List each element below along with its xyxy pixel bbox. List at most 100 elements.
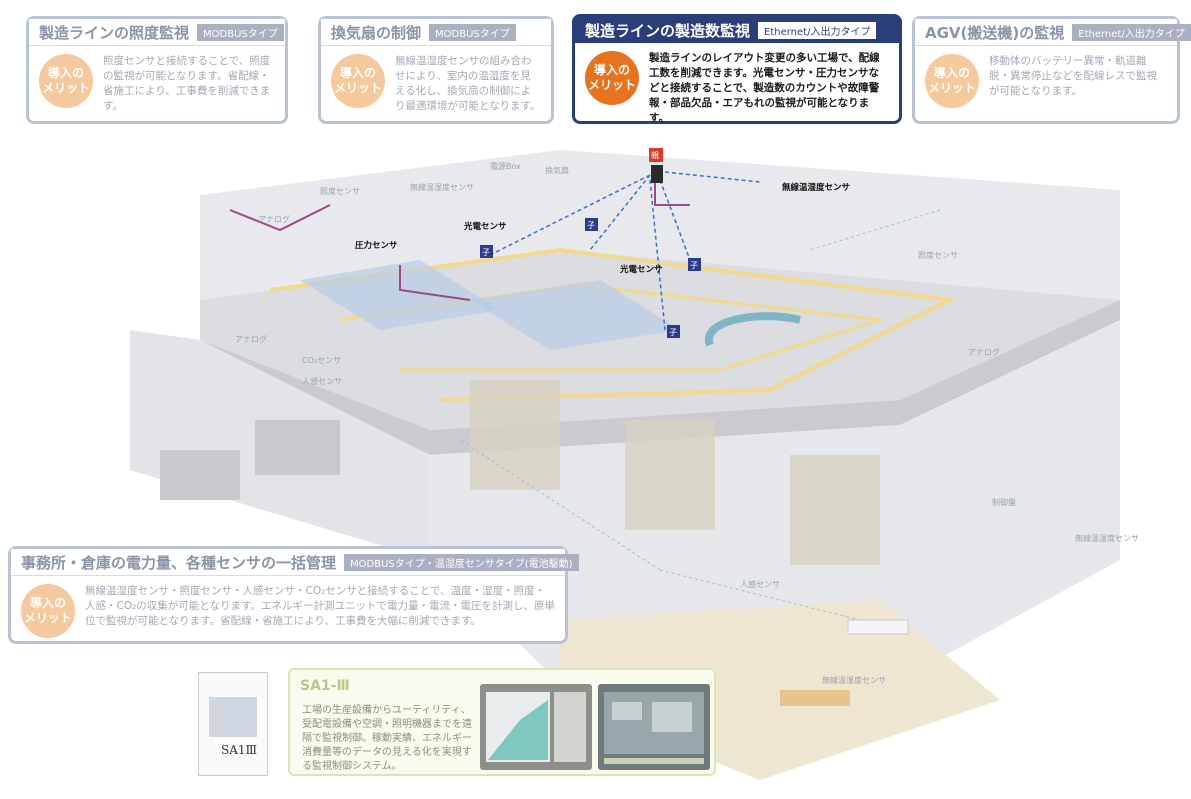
faint-link-3 [659, 569, 861, 621]
badge-line-1: 導入の [339, 66, 376, 80]
callout-agv-monitoring: AGV(搬送機)の監視 Ethernet/入出力タイプ 導入の メリット 移動体… [912, 16, 1191, 124]
label-analog-2: アナログ [235, 334, 267, 344]
child-unit-1-label: 子 [482, 248, 490, 257]
child-unit-4 [667, 325, 680, 338]
yellow-floor-line-1 [269, 247, 957, 402]
purple-line-2 [399, 265, 471, 301]
callout-type-tag: MODBUSタイプ・温湿度センサタイプ(電池駆動) [344, 553, 579, 571]
sa1-system-panel: SA1-Ⅲ 工場の生産設備からユーティリティ、受配電設備や空調・照明機器までを遠… [288, 668, 716, 776]
truck-2 [255, 420, 340, 475]
callout-title: 事務所・倉庫の電力量、各種センサの一括管理 [21, 553, 337, 572]
sa1-description: 工場の生産設備からユーティリティ、受配電設備や空調・照明機器までを遠隔で監視制御… [302, 705, 472, 772]
callout-description: 製造ラインのレイアウト変更の多い工場で、配線工数を削減できます。光電センサ・圧力… [649, 52, 880, 124]
child-unit-1 [480, 245, 493, 258]
sa1-plant-map-icon [604, 692, 704, 764]
sa1-screen-layout [598, 684, 710, 770]
sa1-area-chart-icon [486, 692, 586, 762]
merit-badge: 導入の メリット [39, 54, 93, 108]
merit-badge: 導入の メリット [21, 584, 75, 638]
blue-zone-2 [470, 280, 680, 350]
merit-badge: 導入の メリット [585, 51, 639, 105]
sa1-title: SA1-Ⅲ [300, 678, 350, 694]
sa1-brochure: SA1Ⅲ [198, 672, 268, 776]
brochure-title: SA1Ⅲ [221, 743, 258, 757]
callout-description: 無線温湿度センサの組み合わせにより、室内の温湿度を見える化し、換気扇の制御により… [395, 55, 541, 112]
upper-floor-edge [200, 300, 1120, 455]
link-arrow-4 [664, 171, 761, 183]
callout-body: 導入の メリット 製造ラインのレイアウト変更の多い工場で、配線工数を削減できます… [575, 43, 899, 134]
callout-title: AGV(搬送機)の監視 [925, 23, 1065, 42]
label-wireless-temp-humidity-4: 無線温湿度センサ [822, 675, 886, 685]
parent-device [651, 165, 663, 183]
callout-type-tag: MODBUSタイプ [197, 23, 284, 41]
callout-body: 導入の メリット 無線温湿度センサの組み合わせにより、室内の温湿度を見える化し、… [321, 46, 551, 122]
child-unit-4-label: 子 [669, 328, 677, 337]
label-co2-sensor: CO₂センサ [302, 356, 341, 365]
truck-1 [160, 450, 240, 500]
label-illuminance-sensor: 照度センサ [320, 186, 360, 196]
shelf-1 [470, 380, 560, 490]
label-power-box: 電源Box [490, 162, 521, 171]
callout-production-count: 製造ラインの製造数監視 Ethernet/入出力タイプ 導入の メリット 製造ラ… [572, 14, 902, 124]
air-conditioner [847, 619, 909, 635]
callout-body: 導入の メリット 照度センサと接続することで、照度の監視が可能となります。省配線… [29, 46, 285, 122]
faint-link-1 [809, 209, 941, 251]
callout-description: 移動体のバッテリー異常・軌道離脱・異常停止などを配線レスで監視が可能となります。 [989, 55, 1157, 97]
callout-lighting-monitoring: 製造ラインの照度監視 MODBUSタイプ 導入の メリット 照度センサと接続する… [26, 16, 288, 124]
label-analog-1: アナログ [258, 214, 290, 224]
badge-line-2: メリット [23, 611, 72, 625]
label-motion-sensor: 人感センサ [302, 376, 342, 386]
label-pressure-sensor: 圧力センサ [355, 240, 398, 251]
callout-body: 導入の メリット 無線温湿度センサ・照度センサ・人感センサ・CO₂センサと接続す… [11, 576, 565, 646]
callout-title: 換気扇の制御 [331, 23, 422, 42]
badge-line-1: 導入の [593, 63, 630, 77]
child-unit-3-label: 子 [690, 261, 698, 270]
merit-badge: 導入の メリット [331, 54, 385, 108]
sa1-screen-chart [480, 684, 592, 770]
callout-header: 事務所・倉庫の電力量、各種センサの一括管理 MODBUSタイプ・温湿度センサタイ… [11, 549, 579, 576]
callout-header: 製造ラインの照度監視 MODBUSタイプ [29, 19, 285, 46]
label-wireless-temp-humidity-3: 無線温湿度センサ [1075, 533, 1139, 543]
shelf-3 [790, 455, 880, 565]
purple-line-1 [229, 204, 331, 232]
badge-line-2: メリット [41, 81, 90, 95]
child-unit-2 [585, 218, 598, 231]
callout-body: 導入の メリット 移動体のバッテリー異常・軌道離脱・異常停止などを配線レスで監視… [915, 46, 1177, 116]
callout-office-warehouse: 事務所・倉庫の電力量、各種センサの一括管理 MODBUSタイプ・温湿度センサタイ… [8, 546, 579, 646]
label-control-panel: 制御盤 [992, 497, 1016, 507]
callout-header: 換気扇の制御 MODBUSタイプ [321, 19, 551, 46]
label-wireless-temp-humidity-2: 無線温湿度センサ [782, 182, 851, 193]
link-arrow-1 [489, 174, 651, 256]
parent-unit [649, 148, 663, 162]
label-photoelectric-sensor-2: 光電センサ [619, 264, 663, 275]
callout-type-tag: MODBUSタイプ [429, 23, 516, 41]
callout-title: 製造ラインの照度監視 [39, 23, 190, 42]
badge-line-2: メリット [587, 78, 636, 92]
badge-line-2: メリット [927, 81, 976, 95]
purple-line-3 [654, 180, 690, 206]
brochure-image [209, 697, 257, 737]
callout-fan-control: 換気扇の制御 MODBUSタイプ 導入の メリット 無線温湿度センサの組み合わせ… [318, 16, 554, 124]
label-illuminance-sensor-right: 照度センサ [918, 250, 958, 260]
callout-description: 無線温湿度センサ・照度センサ・人感センサ・CO₂センサと接続することで、温度・湿… [85, 585, 555, 627]
badge-line-1: 導入の [933, 66, 970, 80]
callout-header: AGV(搬送機)の監視 Ethernet/入出力タイプ [915, 19, 1191, 46]
link-arrow-2 [589, 174, 651, 251]
callout-title: 製造ラインの製造数監視 [585, 21, 751, 40]
label-photoelectric-sensor-1: 光電センサ [463, 221, 507, 232]
parent-unit-label: 親 [651, 150, 659, 160]
child-unit-3 [688, 258, 701, 271]
badge-line-1: 導入の [47, 66, 84, 80]
label-motion-sensor-2: 人感センサ [740, 579, 780, 589]
badge-line-2: メリット [333, 81, 382, 95]
label-ventilation-fan: 換気扇 [545, 165, 569, 175]
conveyor-ring [704, 312, 801, 347]
faint-link-2 [459, 439, 661, 571]
office-desk [780, 690, 850, 706]
back-wall [200, 150, 1120, 300]
callout-header: 製造ラインの製造数監視 Ethernet/入出力タイプ [575, 17, 899, 43]
label-analog-3: アナログ [968, 347, 1000, 357]
shelf-2 [625, 420, 715, 530]
